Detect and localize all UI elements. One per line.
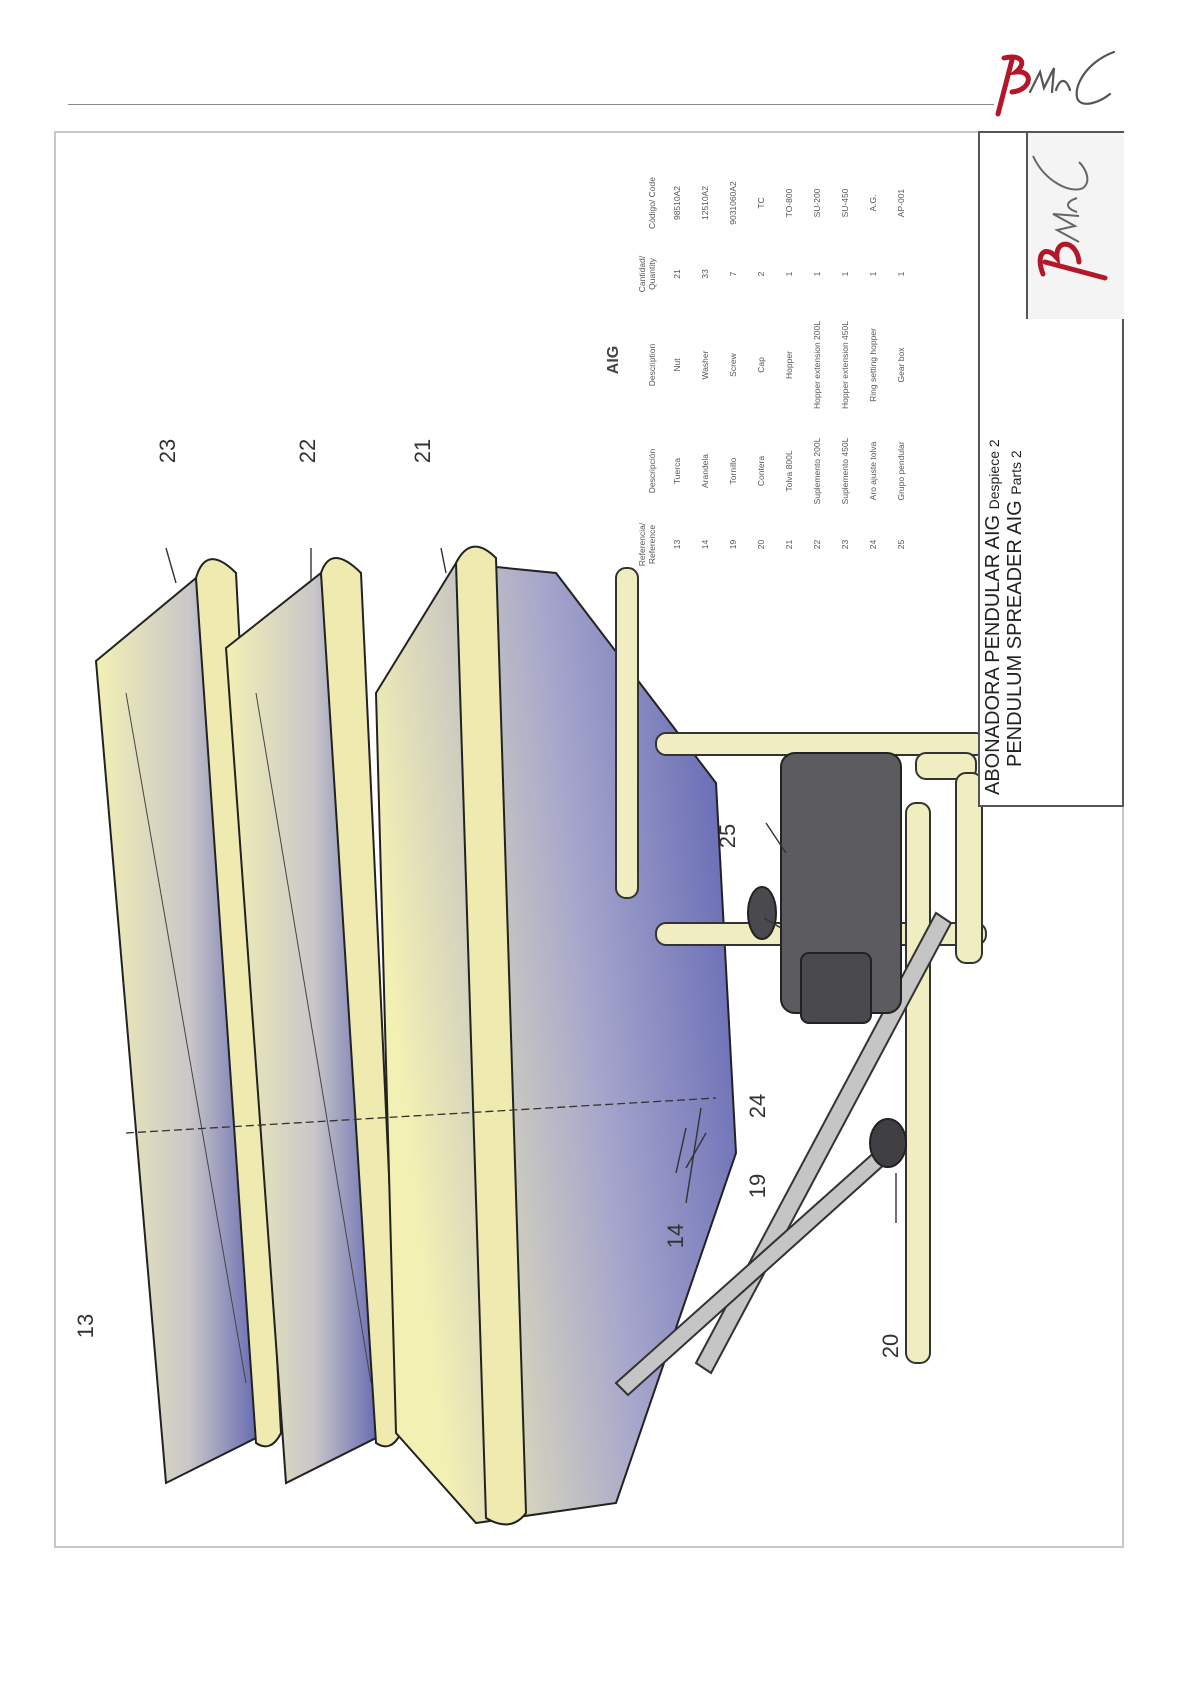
cell-description: Nut xyxy=(672,358,682,372)
cell-ref: 13 xyxy=(672,539,682,550)
header-code: Código/ Code xyxy=(647,177,657,229)
table-row: 13 Tuerca Nut 21 98510A2 xyxy=(663,165,691,570)
hopper-800l xyxy=(374,545,738,1526)
cell-descripcion: Tolva 800L xyxy=(784,450,794,492)
callout-19: 19 xyxy=(745,1173,771,1199)
cell-descripcion: Contera xyxy=(756,455,766,487)
callout-25: 25 xyxy=(715,823,741,849)
table-row: 21 Tolva 800L Hopper 1 TO-800 xyxy=(775,165,803,570)
cell-descripcion: Grupo pendular xyxy=(896,441,906,501)
parts-table: AIG Referencia/ Reference Descripción De… xyxy=(603,140,963,580)
cell-code: 12510A2 xyxy=(700,185,710,221)
parts-table-grid: Referencia/ Reference Descripción Descri… xyxy=(637,165,915,570)
title-block-logo-cell xyxy=(1026,133,1124,319)
cell-code: TO-800 xyxy=(784,188,794,218)
cell-descripcion: Aro ajuste tolva xyxy=(868,441,878,501)
cell-ref: 23 xyxy=(840,539,850,550)
title-line-spanish: ABONADORA PENDULAR AIG Despiece 2 xyxy=(982,439,1005,795)
leader-lines xyxy=(165,547,897,1223)
drawing-frame: 23 22 21 25 24 19 14 13 20 xyxy=(54,131,1124,1548)
cap-part xyxy=(869,1118,907,1168)
title-block-text: ABONADORA PENDULAR AIG Despiece 2 PENDUL… xyxy=(980,133,1026,805)
table-row: 24 Aro ajuste tolva Ring setting hopper … xyxy=(859,165,887,570)
cell-qty: 7 xyxy=(728,271,738,277)
cell-ref: 21 xyxy=(784,539,794,550)
cell-qty: 1 xyxy=(868,271,878,277)
header-quantity: Cantidad/ Quantity xyxy=(637,255,657,293)
table-row: 25 Grupo pendular Gear box 1 AP-001 xyxy=(887,165,915,570)
parts-table-title: AIG xyxy=(605,345,622,375)
table-row: 23 Suplemento 450L Hopper extension 450L… xyxy=(831,165,859,570)
callout-14: 14 xyxy=(663,1223,689,1249)
cell-qty: 1 xyxy=(784,271,794,277)
cell-ref: 14 xyxy=(700,539,710,550)
cell-ref: 19 xyxy=(728,539,738,550)
header-divider xyxy=(68,104,994,105)
cell-ref: 22 xyxy=(812,539,822,550)
gray-tubes xyxy=(614,911,953,1397)
cell-descripcion: Tuerca xyxy=(672,457,682,485)
cell-ref: 24 xyxy=(868,539,878,550)
cell-description: Hopper extension 200L xyxy=(812,321,822,409)
callout-21: 21 xyxy=(410,438,436,464)
callout-22: 22 xyxy=(295,438,321,464)
cell-code: 98510A2 xyxy=(672,185,682,221)
gear-box xyxy=(780,752,902,1024)
hopper-ring xyxy=(747,886,777,940)
table-row: 14 Arandela Washer 33 12510A2 xyxy=(691,165,719,570)
brand-logo xyxy=(995,50,1116,117)
cell-code: A.G. xyxy=(868,194,878,212)
callout-20: 20 xyxy=(878,1333,904,1359)
cell-description: Cap xyxy=(756,357,766,373)
title-block: ABONADORA PENDULAR AIG Despiece 2 PENDUL… xyxy=(978,131,1124,807)
cell-code: SU-200 xyxy=(812,188,822,218)
frame-tubes xyxy=(615,567,987,1364)
cell-descripcion: Suplemento 450L xyxy=(840,437,850,505)
title-line-english: PENDULUM SPREADER AIG Parts 2 xyxy=(1004,450,1027,767)
header-descripcion: Descripción xyxy=(647,448,657,494)
table-row: 22 Suplemento 200L Hopper extension 200L… xyxy=(803,165,831,570)
cell-qty: 1 xyxy=(896,271,906,277)
cell-descripcion: Arandela xyxy=(700,453,710,489)
title-english-sub: Parts 2 xyxy=(1008,450,1024,495)
cell-ref: 20 xyxy=(756,539,766,550)
exploded-view-illustration xyxy=(94,545,987,1526)
callout-24: 24 xyxy=(745,1093,771,1119)
title-english-main: PENDULUM SPREADER AIG xyxy=(1004,500,1026,767)
cell-ref: 25 xyxy=(896,539,906,550)
cell-qty: 33 xyxy=(700,269,710,279)
cell-qty: 21 xyxy=(672,269,682,279)
hopper-extension-450l xyxy=(94,558,283,1485)
cell-qty: 1 xyxy=(812,271,822,277)
cell-description: Hopper xyxy=(784,351,794,379)
cell-code: AP-001 xyxy=(896,188,906,218)
cell-code: SU-450 xyxy=(840,188,850,218)
cell-description: Gear box xyxy=(896,347,906,383)
cell-qty: 1 xyxy=(840,271,850,277)
cell-description: Ring setting hopper xyxy=(868,328,878,402)
cell-qty: 2 xyxy=(756,271,766,277)
title-block-logo xyxy=(1032,155,1108,281)
cell-descripcion: Suplemento 200L xyxy=(812,437,822,505)
cell-code: TC xyxy=(756,197,766,209)
cell-description: Washer xyxy=(700,350,710,380)
callout-13: 13 xyxy=(73,1313,99,1339)
table-row: 20 Contera Cap 2 TC xyxy=(747,165,775,570)
title-spanish-sub: Despiece 2 xyxy=(986,439,1002,510)
callout-23: 23 xyxy=(155,438,181,464)
table-row: 19 Tornillo Screw 7 9031060A2 xyxy=(719,165,747,570)
cell-description: Screw xyxy=(728,353,738,377)
cell-descripcion: Tornillo xyxy=(728,457,738,485)
parts-table-header-row: Referencia/ Reference Descripción Descri… xyxy=(637,165,663,570)
cell-code: 9031060A2 xyxy=(728,181,738,225)
assembly-axis-line xyxy=(125,1097,717,1134)
header-reference: Referencia/ Reference xyxy=(637,522,657,567)
cell-description: Hopper extension 450L xyxy=(840,321,850,409)
header-description: Description xyxy=(647,343,657,387)
title-spanish-main: ABONADORA PENDULAR AIG xyxy=(982,514,1004,795)
